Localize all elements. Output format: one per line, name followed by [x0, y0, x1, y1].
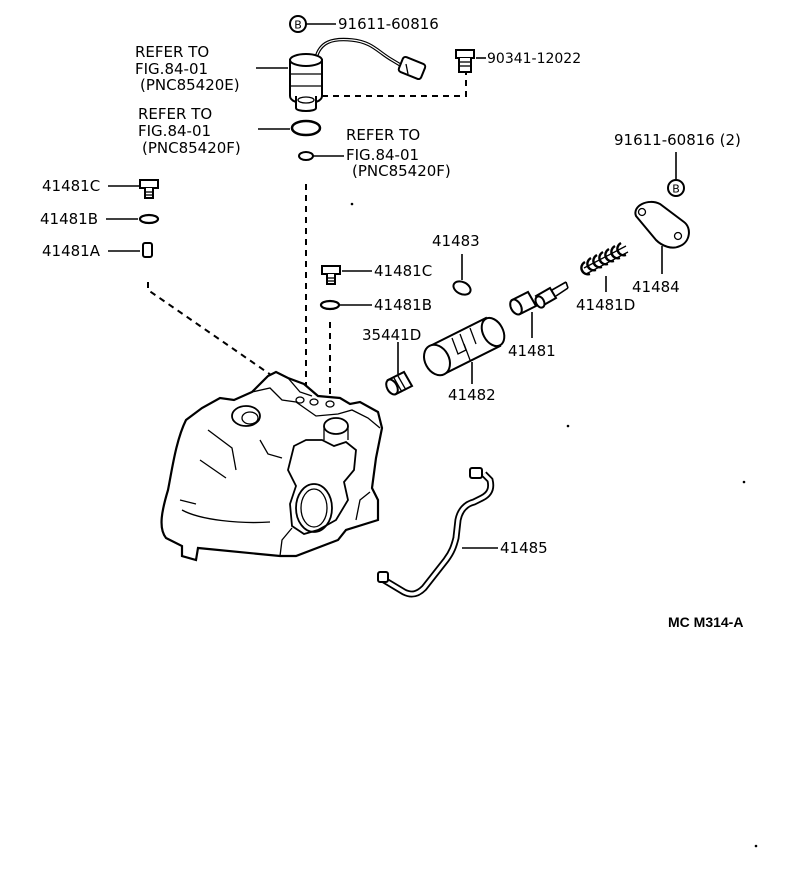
- label-41485: 41485: [500, 539, 548, 557]
- cover-41484: [634, 200, 690, 249]
- spring-41481D: [580, 241, 629, 276]
- ball-41481A: [142, 242, 153, 258]
- label-41481: 41481: [508, 342, 556, 360]
- label-35441D: 35441D: [362, 326, 421, 344]
- label-41481B-mid: 41481B: [374, 296, 432, 314]
- o-ring-small: [298, 151, 314, 161]
- drain-plug: [455, 49, 475, 73]
- refer3-line1: REFER TO: [346, 126, 420, 144]
- pin-41481: [509, 281, 569, 316]
- pin-35441D: [385, 370, 414, 396]
- left-small-parts: 41481C 41481B 41481A: [40, 177, 301, 396]
- refer1-line2: FIG.84-01: [135, 60, 208, 78]
- label-91611-60816-top: 91611-60816: [338, 15, 439, 33]
- label-41481D: 41481D: [576, 296, 635, 314]
- plug-41481C-mid: [321, 265, 341, 275]
- figure-code: MC M314-A: [668, 614, 743, 630]
- label-41481C-left: 41481C: [42, 177, 100, 195]
- gasket-41481B-left: [138, 213, 160, 225]
- o-ring-large: [290, 119, 322, 137]
- solenoid-assembly: B 91611-60816 90341-12022 REFER TO FIG.8…: [135, 15, 581, 180]
- label-41481C-mid: 41481C: [374, 262, 432, 280]
- label-90341-12022: 90341-12022: [487, 51, 581, 67]
- refer2-line1: REFER TO: [138, 105, 212, 123]
- label-91611-60816-right: 91611-60816 (2): [614, 131, 741, 149]
- refer2-line2: FIG.84-01: [138, 122, 211, 140]
- label-41483: 41483: [432, 232, 480, 250]
- refer2-line3: (PNC85420F): [142, 139, 241, 157]
- label-41481A: 41481A: [42, 242, 101, 260]
- refer3-line3: (PNC85420F): [352, 162, 451, 180]
- refer3-line2: FIG.84-01: [346, 146, 419, 164]
- label-41484: 41484: [632, 278, 680, 296]
- pipe-41485: [377, 467, 495, 598]
- plug-41481C-left: [139, 179, 159, 189]
- mid-small-parts: 41481C 41481B: [319, 262, 432, 400]
- bolt-marker-letter: B: [294, 19, 302, 32]
- bolt-marker-circle-right: [667, 179, 685, 197]
- detent-assembly: 91611-60816 (2) B 41484 41481D 41483: [362, 131, 741, 404]
- gasket-41481B-mid: [319, 299, 341, 311]
- label-41481B-left: 41481B: [40, 210, 98, 228]
- connector-plug: [397, 55, 427, 81]
- refer1-line3: (PNC85420E): [140, 76, 240, 94]
- bolt-marker-letter-right: B: [672, 183, 680, 196]
- label-41482: 41482: [448, 386, 496, 404]
- transmission-case: [160, 370, 384, 562]
- sleeve-41482: [423, 316, 506, 377]
- ball-41483: [452, 280, 472, 296]
- refer1-line1: REFER TO: [135, 43, 209, 61]
